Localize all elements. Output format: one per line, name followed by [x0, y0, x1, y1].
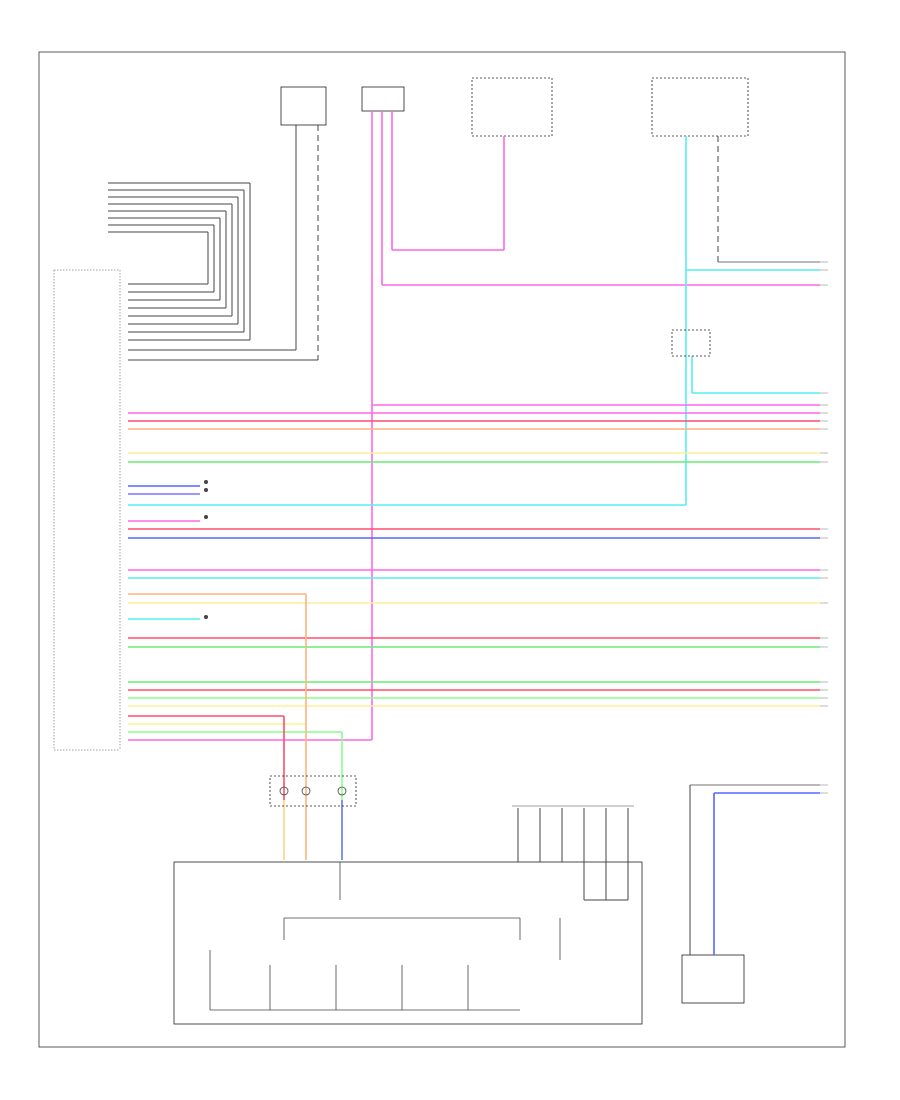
ground-symbol-2 — [204, 488, 208, 492]
wire-group-cyan-right — [128, 136, 820, 506]
ground-symbol-3 — [204, 515, 208, 519]
component-box-c — [471, 77, 553, 137]
component-box-d — [651, 77, 749, 137]
rear-component-box — [681, 954, 745, 1004]
switch-top-wires — [517, 808, 629, 901]
wire-bus-horizontal — [128, 404, 820, 733]
switch-internal-lines — [209, 862, 561, 1011]
wire-drops-to-switch — [283, 594, 343, 860]
connector-pin-2 — [301, 786, 311, 796]
wire-group-pink-top — [128, 111, 820, 741]
outer-frame — [38, 51, 846, 1048]
component-box-b — [361, 86, 405, 112]
junction-box-right — [671, 329, 711, 357]
connector-pin-1 — [279, 786, 289, 796]
component-box-a — [280, 86, 327, 126]
connector-pin-3 — [337, 786, 347, 796]
ground-symbol-1 — [204, 480, 208, 484]
right-terminal-ticks — [820, 261, 828, 794]
audio-switch-box — [173, 861, 643, 1025]
wire-group-black-top-left — [108, 182, 251, 341]
steering-connector — [269, 775, 357, 807]
ground-symbol-4 — [204, 615, 208, 619]
